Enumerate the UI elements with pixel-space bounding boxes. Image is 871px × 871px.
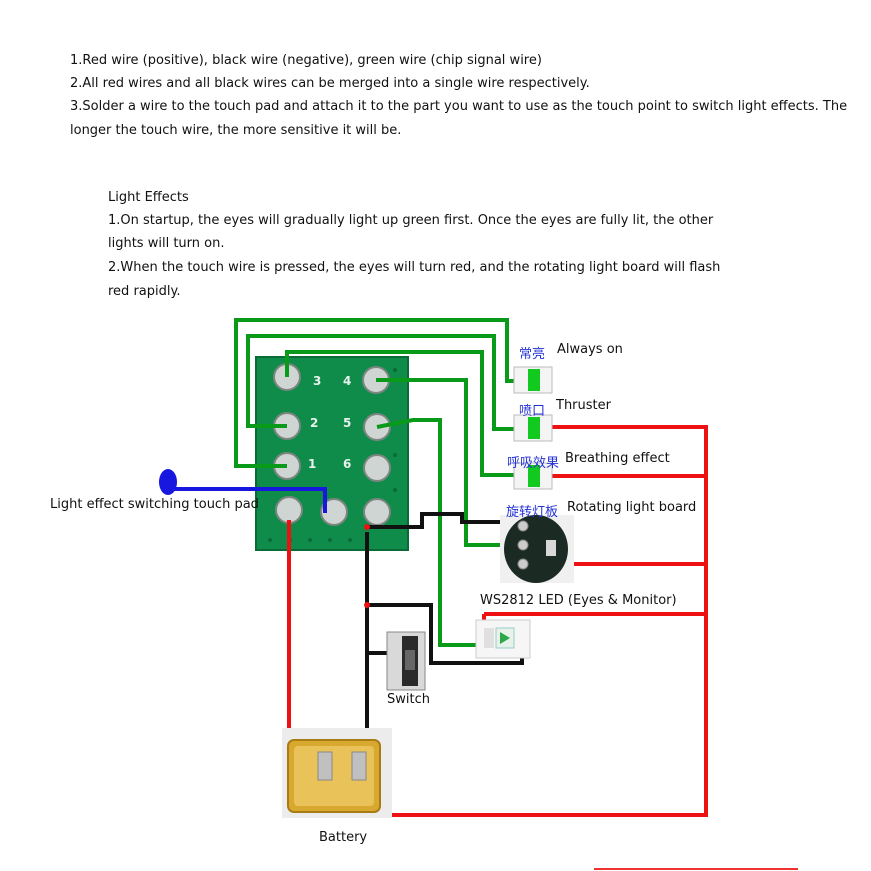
pin-label-5: 5: [343, 416, 351, 430]
board-pad-6: [363, 454, 391, 482]
signal-wire-ws2812: [376, 418, 485, 647]
effects-heading: Light Effects: [108, 190, 189, 205]
label-breathing: Breathing effect: [565, 451, 670, 466]
effects-line-1a: 1.On startup, the eyes will gradually li…: [108, 213, 714, 228]
label-rotating-cn: 旋转灯板: [506, 505, 559, 520]
positive-wire-board: [287, 520, 302, 759]
touch-pad-end: [159, 469, 177, 495]
label-ws2812: WS2812 LED (Eyes & Monitor): [480, 593, 677, 608]
pin-label-4: 4: [343, 374, 351, 388]
pin-label-1: 1: [308, 457, 316, 471]
instruction-line-3b: longer the touch wire, the more sensitiv…: [70, 123, 402, 138]
label-touch-pad: Light effect switching touch pad: [50, 497, 259, 512]
controller-board: 3 4 2 5 1 6: [255, 356, 409, 551]
led-thruster: [513, 414, 553, 442]
label-breathing-cn: 呼吸效果: [507, 456, 560, 471]
effects-line-2a: 2.When the touch wire is pressed, the ey…: [108, 260, 721, 275]
instruction-line-2: 2.All red wires and all black wires can …: [70, 76, 590, 91]
board-pad-touch: [320, 498, 348, 526]
label-rotating: Rotating light board: [567, 500, 697, 515]
ws2812-led: [475, 619, 531, 659]
pin-label-6: 6: [343, 457, 351, 471]
pin-label-2: 2: [310, 416, 318, 430]
instruction-line-1: 1.Red wire (positive), black wire (negat…: [70, 53, 542, 68]
signal-wire-breathing: [285, 350, 523, 477]
label-thruster: Thruster: [556, 398, 611, 413]
effects-line-2b: red rapidly.: [108, 284, 181, 299]
signal-wires: [234, 318, 523, 647]
instruction-line-3a: 3.Solder a wire to the touch pad and att…: [70, 99, 848, 114]
negative-wire-rotating: [367, 512, 522, 529]
signal-wire-rotating: [376, 378, 523, 547]
led-always-on: [513, 366, 553, 394]
label-always-on-cn: 常亮: [519, 347, 546, 362]
battery-component: [282, 728, 392, 818]
board-pad-vcc: [363, 498, 391, 526]
signal-wire-thruster: [246, 334, 523, 431]
rotating-light-board: [500, 515, 574, 583]
label-battery: Battery: [319, 830, 368, 845]
signal-wire-always-on: [234, 318, 523, 468]
touch-wire: [159, 469, 327, 513]
label-always-on: Always on: [557, 342, 623, 357]
switch-component: [386, 631, 426, 691]
board-pad-gnd: [275, 496, 303, 524]
effects-line-1b: lights will turn on.: [108, 236, 225, 251]
label-switch: Switch: [387, 692, 430, 707]
label-thruster-cn: 喷口: [519, 404, 546, 419]
led-breathing: [513, 462, 553, 490]
pin-label-3: 3: [313, 374, 321, 388]
